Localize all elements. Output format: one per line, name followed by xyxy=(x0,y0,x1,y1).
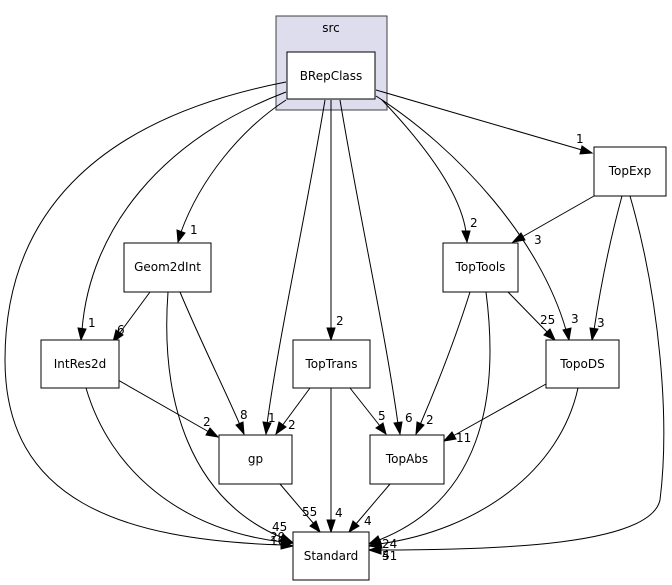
node-standard[interactable]: Standard xyxy=(292,531,370,581)
edge-toptools-topods[interactable]: 25 xyxy=(507,291,557,342)
edge-brepclass-intres2d[interactable]: 1 xyxy=(77,91,287,342)
edge-geom2dint-intres2d[interactable]: 6 xyxy=(112,291,151,344)
node-geom2dint-label: Geom2dInt xyxy=(134,260,201,274)
node-toptrans-label: TopTrans xyxy=(305,357,358,371)
nodes: BRepClass TopExp Geom2dInt TopTools IntR… xyxy=(40,51,667,581)
node-toptools[interactable]: TopTools xyxy=(442,242,519,293)
edge-label-brepclass-toptrans: 2 xyxy=(336,314,344,328)
edge-label-intres2d-gp: 2 xyxy=(203,415,211,429)
cluster-src-label: src xyxy=(322,21,340,35)
node-standard-box xyxy=(292,531,370,581)
edge-label-topexp-topods: 3 xyxy=(597,316,605,330)
edge-label-topods-standard: 51 xyxy=(382,549,397,563)
edge-toptrans-standard[interactable]: 4 xyxy=(326,388,343,534)
node-gp[interactable]: gp xyxy=(218,434,293,485)
node-topabs[interactable]: TopAbs xyxy=(369,434,445,485)
edge-label-topods-topabs: 11 xyxy=(456,431,471,445)
edge-topods-topabs[interactable]: 11 xyxy=(442,383,547,445)
node-intres2d[interactable]: IntRes2d xyxy=(40,339,120,389)
edge-brepclass-topexp[interactable]: 1 xyxy=(375,89,594,155)
node-brepclass-box xyxy=(286,51,376,100)
node-topabs-box xyxy=(369,434,445,485)
edge-label-toptools-topabs: 2 xyxy=(426,413,434,427)
edge-toptrans-gp[interactable]: 2 xyxy=(275,387,311,436)
node-topabs-label: TopAbs xyxy=(385,452,428,466)
edge-toptrans-topabs[interactable]: 5 xyxy=(349,387,387,436)
edge-brepclass-topabs[interactable]: 6 xyxy=(339,99,413,436)
node-toptools-box xyxy=(442,242,519,293)
edge-label-brepclass-intres2d: 1 xyxy=(88,316,96,330)
edge-label-intres2d-standard: 29 xyxy=(270,530,285,544)
edge-topexp-standard[interactable]: 4 xyxy=(367,195,665,562)
node-gp-label: gp xyxy=(248,452,263,466)
edge-label-toptrans-topabs: 5 xyxy=(378,409,386,423)
edge-intres2d-standard[interactable]: 29 xyxy=(85,387,295,547)
edge-label-geom2dint-intres2d: 6 xyxy=(117,323,125,337)
node-geom2dint[interactable]: Geom2dInt xyxy=(123,242,212,293)
edge-label-brepclass-topabs: 6 xyxy=(405,411,413,425)
edge-geom2dint-standard[interactable]: 45 xyxy=(166,291,294,543)
edge-label-toptrans-standard: 4 xyxy=(335,506,343,520)
edge-label-toptools-topods: 25 xyxy=(540,313,555,327)
node-gp-box xyxy=(218,434,293,485)
node-brepclass-label: BRepClass xyxy=(300,69,363,83)
edge-brepclass-gp[interactable]: 1 xyxy=(262,99,326,436)
node-intres2d-label: IntRes2d xyxy=(54,357,107,371)
node-topexp[interactable]: TopExp xyxy=(593,146,667,197)
node-toptrans-box xyxy=(292,339,371,389)
edge-label-topexp-standard: 4 xyxy=(382,548,390,562)
edge-label-brepclass-gp: 1 xyxy=(268,411,276,425)
edge-brepclass-toptrans[interactable]: 2 xyxy=(326,100,344,342)
edge-brepclass-geom2dint[interactable]: 1 xyxy=(176,99,287,244)
edge-label-toptools-standard: 24 xyxy=(382,537,397,551)
node-topods-label: TopoDS xyxy=(559,357,604,371)
edge-label-topexp-toptools: 3 xyxy=(534,233,542,247)
edge-label-gp-standard: 55 xyxy=(302,505,317,519)
edge-brepclass-toptools[interactable]: 2 xyxy=(381,99,478,244)
edge-toptools-topabs[interactable]: 2 xyxy=(415,291,471,436)
edge-label-geom2dint-gp: 8 xyxy=(240,408,248,422)
edge-label-brepclass-toptools: 2 xyxy=(470,216,478,230)
node-toptrans[interactable]: TopTrans xyxy=(292,339,371,389)
edge-intres2d-gp[interactable]: 2 xyxy=(117,379,220,438)
node-standard-label: Standard xyxy=(304,549,359,563)
edge-geom2dint-gp[interactable]: 8 xyxy=(179,291,248,436)
node-topods[interactable]: TopoDS xyxy=(545,339,620,389)
node-intres2d-box xyxy=(40,339,120,389)
node-topods-box xyxy=(545,339,620,389)
edge-topexp-toptools[interactable]: 3 xyxy=(511,195,595,247)
edges: 1 1 2 1 2 3 xyxy=(4,81,665,563)
edge-label-topabs-standard: 4 xyxy=(364,514,372,528)
node-geom2dint-box xyxy=(123,242,212,293)
edge-label-toptrans-gp: 2 xyxy=(288,418,296,432)
edge-topods-standard[interactable]: 51 xyxy=(367,387,579,563)
node-topexp-box xyxy=(593,146,667,197)
edge-topexp-topods[interactable]: 3 xyxy=(589,195,623,342)
edge-label-brepclass-topexp: 1 xyxy=(576,132,584,146)
edge-label-brepclass-geom2dint: 1 xyxy=(190,223,198,237)
edge-gp-standard[interactable]: 55 xyxy=(279,483,321,534)
edge-brepclass-topods[interactable]: 3 xyxy=(375,95,579,342)
node-topexp-label: TopExp xyxy=(608,164,652,178)
edge-label-geom2dint-standard: 45 xyxy=(272,520,287,534)
node-toptools-label: TopTools xyxy=(455,260,506,274)
node-brepclass[interactable]: BRepClass xyxy=(286,51,376,100)
edge-label-brepclass-topods: 3 xyxy=(571,312,579,326)
edge-topabs-standard[interactable]: 4 xyxy=(348,483,391,534)
